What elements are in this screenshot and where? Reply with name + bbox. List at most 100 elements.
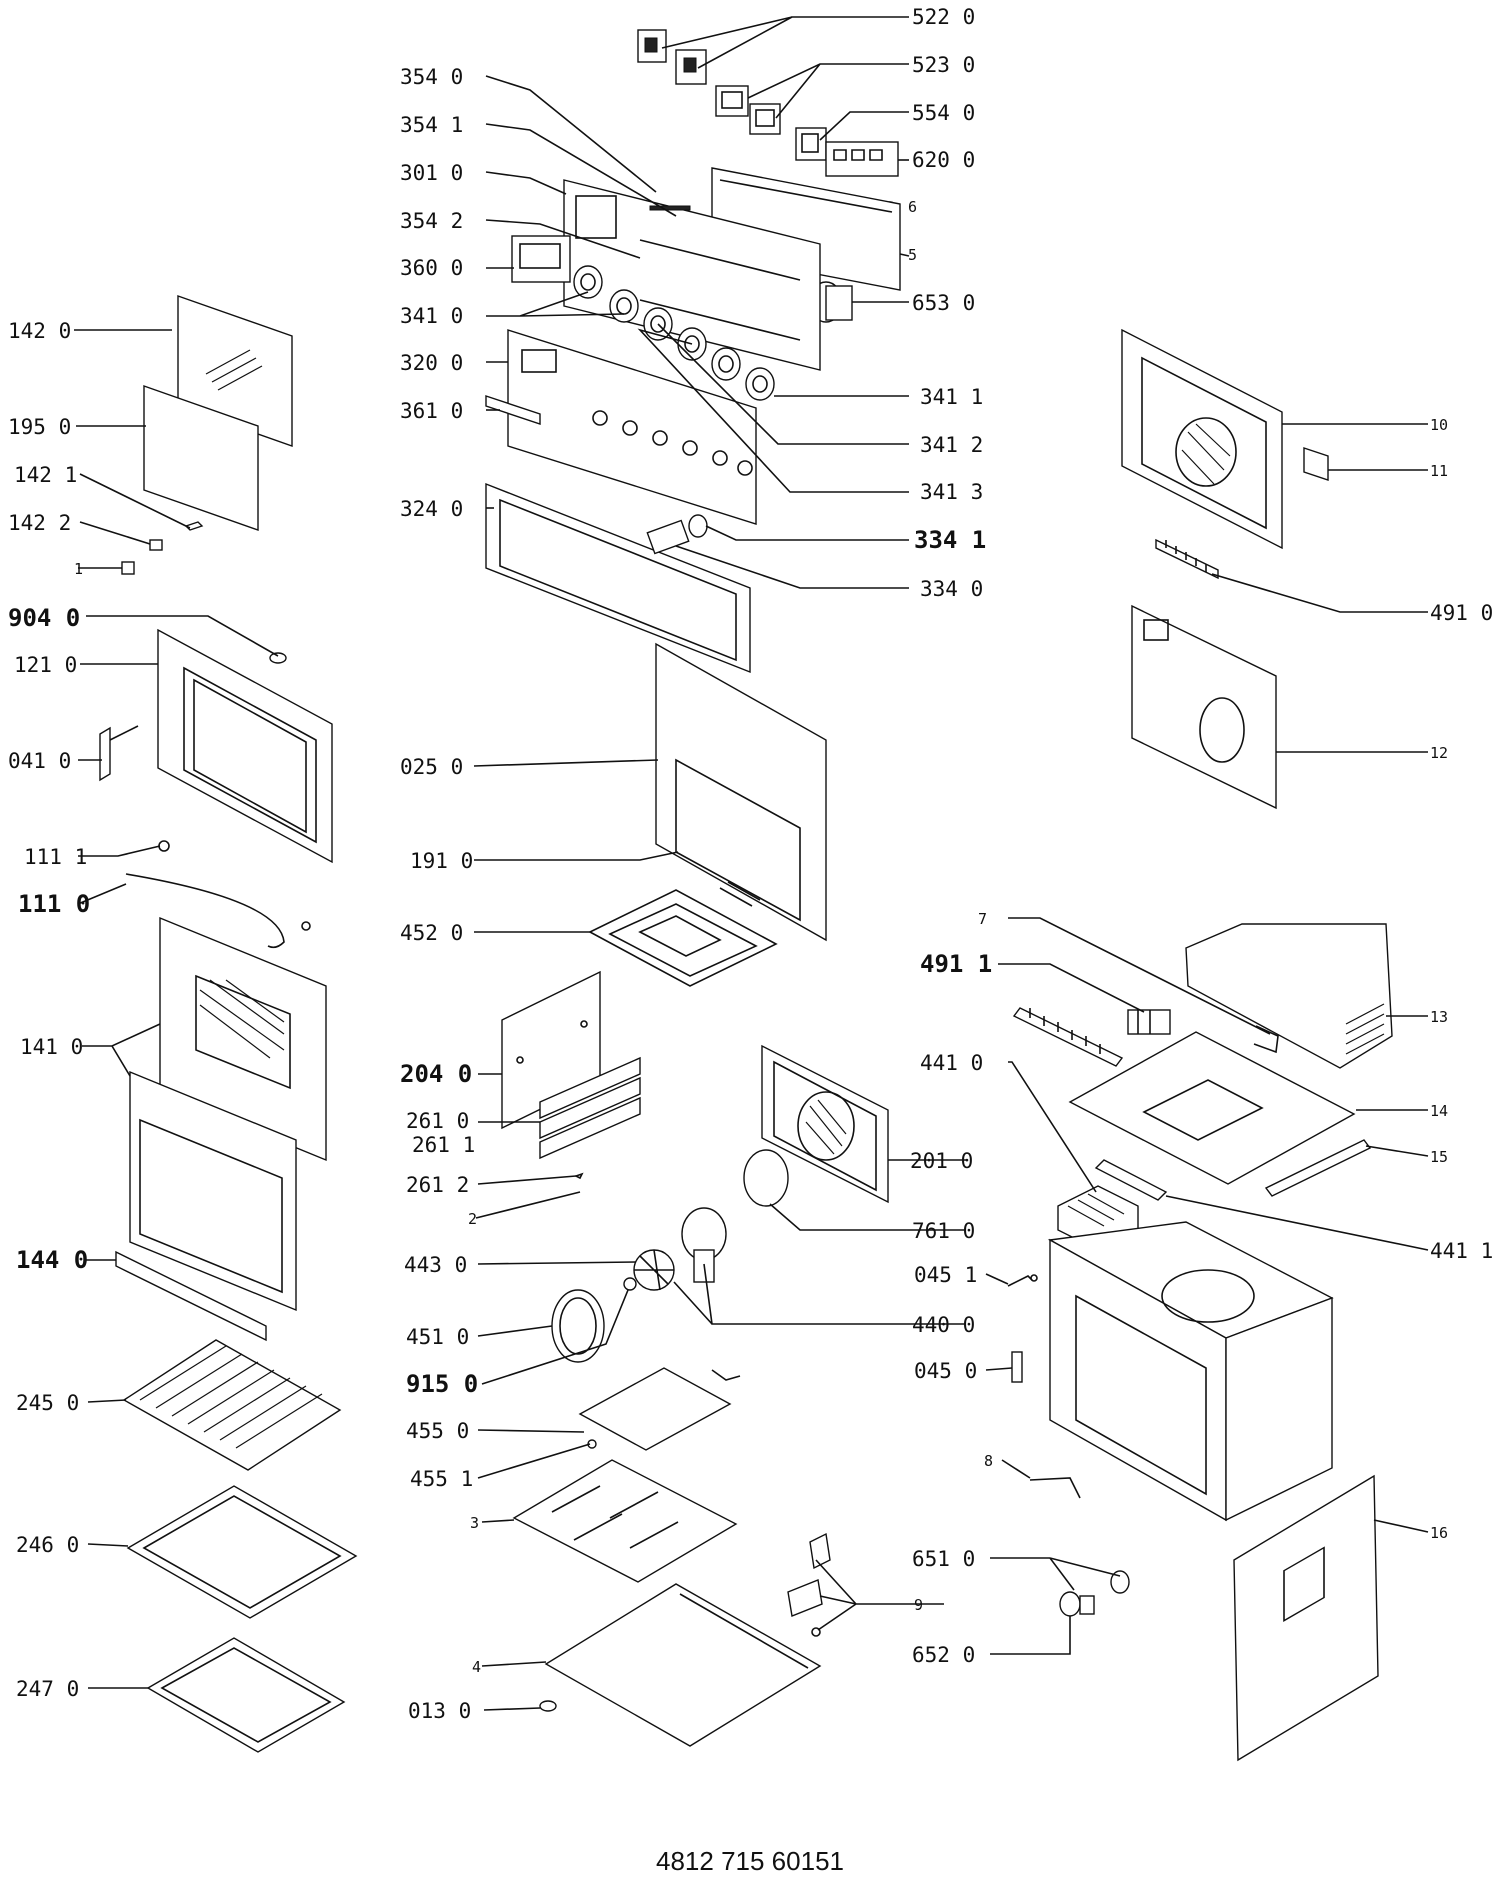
part-baking-tray-246 — [126, 1485, 358, 1619]
part-dot-handle-end — [301, 921, 311, 931]
callout-301-0: 301 0 — [400, 161, 463, 185]
callout-451-0: 451 0 — [406, 1325, 469, 1349]
callout-045-1: 045 1 — [914, 1263, 977, 1287]
part-strip-7 — [1253, 1025, 1279, 1054]
part-drip-pan-247 — [146, 1637, 346, 1753]
part-cavity-panel-025 — [655, 642, 827, 942]
part-indicator-361 — [485, 395, 541, 425]
part-handle-111 — [125, 873, 285, 949]
part-rear-panel-10 — [1121, 328, 1283, 550]
callout-354-1: 354 1 — [400, 113, 463, 137]
callout-441-1: 441 1 — [1430, 1239, 1493, 1263]
part-gasket-761 — [743, 1149, 789, 1207]
part-terminal-620 — [825, 141, 899, 177]
callout-142-0: 142 0 — [8, 319, 71, 343]
part-ring-451 — [551, 1289, 605, 1363]
part-bracket-11 — [1303, 447, 1329, 481]
callout-334-0: 334 0 — [920, 577, 983, 601]
callout-204-0: 204 0 — [400, 1060, 472, 1088]
callout-915-0: 915 0 — [406, 1370, 478, 1398]
part-bottom-panel-4 — [544, 1583, 822, 1747]
callout-246-0: 246 0 — [16, 1533, 79, 1557]
part-hinge-041 — [99, 725, 139, 782]
callout-651-0: 651 0 — [912, 1547, 975, 1571]
part-frame-12 — [1131, 604, 1277, 810]
part-light-334 — [646, 514, 708, 555]
callout-361-0: 361 0 — [400, 399, 463, 423]
callout-452-0: 452 0 — [400, 921, 463, 945]
part-grid-shelf-245 — [122, 1339, 342, 1471]
part-hinge-045-1 — [1007, 1274, 1038, 1287]
callout-8: 8 — [984, 1452, 993, 1470]
drawing-number: 4812 715 60151 — [656, 1846, 844, 1876]
part-terminal-491-0 — [1155, 538, 1219, 580]
part-clip-1 — [121, 561, 135, 575]
callout-334-1: 334 1 — [914, 526, 986, 554]
callout-441-0: 441 0 — [920, 1051, 983, 1075]
part-screw-261-2 — [573, 1172, 584, 1180]
callout-142-1: 142 1 — [14, 463, 77, 487]
part-pin-904 — [269, 652, 287, 664]
callout-354-0: 354 0 — [400, 65, 463, 89]
part-bar-near-491-1 — [1012, 1007, 1124, 1067]
part-screw-142-1 — [184, 521, 204, 531]
callout-522-0: 522 0 — [912, 5, 975, 29]
callout-142-2: 142 2 — [8, 511, 71, 535]
callout-5: 5 — [908, 246, 917, 264]
part-plate-3 — [512, 1459, 738, 1583]
part-trim-324 — [485, 482, 751, 674]
callout-111-1: 111 1 — [24, 845, 87, 869]
part-switch-523 — [715, 85, 781, 135]
part-clip-8 — [1029, 1477, 1081, 1499]
callout-455-0: 455 0 — [406, 1419, 469, 1443]
callout-341-1: 341 1 — [920, 385, 983, 409]
callout-320-0: 320 0 — [400, 351, 463, 375]
part-cover-13 — [1185, 923, 1393, 1069]
part-rails-261 — [539, 1056, 641, 1160]
callout-1: 1 — [74, 560, 83, 578]
callout-12: 12 — [1430, 744, 1448, 762]
part-grill-element-452 — [588, 881, 778, 987]
part-fan-cover-201 — [761, 1044, 889, 1204]
callout-7: 7 — [978, 910, 987, 928]
part-switch-554 — [795, 127, 827, 161]
callout-13: 13 — [1430, 1008, 1448, 1026]
callout-10: 10 — [1430, 416, 1448, 434]
callout-4: 4 — [472, 1658, 481, 1676]
part-foot-013 — [539, 1700, 557, 1712]
callout-144-0: 144 0 — [16, 1246, 88, 1274]
callout-11: 11 — [1430, 462, 1448, 480]
callout-121-0: 121 0 — [14, 653, 77, 677]
part-knob-341-set — [573, 265, 775, 401]
part-fan-blade-443 — [633, 1249, 675, 1291]
callout-261-2: 261 2 — [406, 1173, 469, 1197]
callout-045-0: 045 0 — [914, 1359, 977, 1383]
callout-195-0: 195 0 — [8, 415, 71, 439]
callout-3: 3 — [470, 1514, 479, 1532]
callout-191-0: 191 0 — [410, 849, 473, 873]
callout-523-0: 523 0 — [912, 53, 975, 77]
part-clip-142-2 — [149, 539, 163, 551]
callout-554-0: 554 0 — [912, 101, 975, 125]
callout-440-0: 440 0 — [912, 1313, 975, 1337]
callout-2: 2 — [468, 1210, 477, 1228]
part-terminal-491-1 — [1127, 1009, 1171, 1035]
part-nut-915 — [623, 1277, 637, 1291]
part-oven-cavity — [1047, 1221, 1334, 1522]
callout-324-0: 324 0 — [400, 497, 463, 521]
part-seal-195 — [143, 385, 259, 531]
part-switch-522 — [637, 29, 707, 85]
callout-652-0: 652 0 — [912, 1643, 975, 1667]
part-nut-111-1 — [158, 840, 170, 852]
callout-111-0: 111 0 — [18, 890, 90, 918]
callout-245-0: 245 0 — [16, 1391, 79, 1415]
callout-653-0: 653 0 — [912, 291, 975, 315]
part-bottom-element-455 — [578, 1367, 741, 1451]
callout-341-3: 341 3 — [920, 480, 983, 504]
callout-041-0: 041 0 — [8, 749, 71, 773]
callout-491-1: 491 1 — [920, 950, 992, 978]
part-side-panel-16 — [1233, 1474, 1379, 1762]
callout-201-0: 201 0 — [910, 1149, 973, 1173]
callout-455-1: 455 1 — [410, 1467, 473, 1491]
